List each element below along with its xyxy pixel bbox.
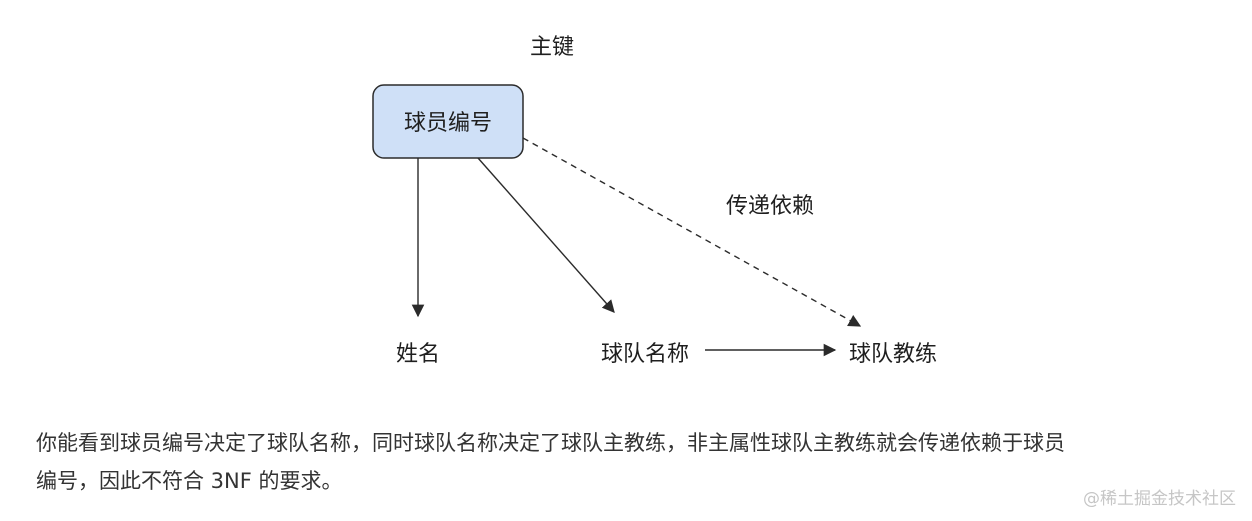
watermark: @稀土掘金技术社区 <box>1083 489 1236 509</box>
source-node-label: 球员编号 <box>404 111 492 136</box>
explanation-line-1: 你能看到球员编号决定了球队名称，同时球队名称决定了球队主教练，非主属性球队主教练… <box>36 431 1065 455</box>
edge-to-team-name <box>477 157 615 313</box>
source-node-box <box>372 84 524 159</box>
target-team-name-label: 球队名称 <box>601 342 689 367</box>
source-node: 球员编号 <box>372 84 524 159</box>
target-team-coach-label: 球队教练 <box>849 342 937 367</box>
transitive-dependency-label: 传递依赖 <box>726 194 814 219</box>
explanation-paragraph: 你能看到球员编号决定了球队名称，同时球队名称决定了球队主教练，非主属性球队主教练… <box>36 424 1216 500</box>
target-name-label: 姓名 <box>396 342 440 367</box>
edge-transitive-to-team-coach <box>522 137 862 327</box>
dependency-diagram: 主键 球员编号 传递依赖 姓名 球队名称 球队教练 <box>372 35 937 367</box>
explanation-line-2: 编号，因此不符合 3NF 的要求。 <box>36 469 343 493</box>
primary-key-label: 主键 <box>530 35 574 60</box>
